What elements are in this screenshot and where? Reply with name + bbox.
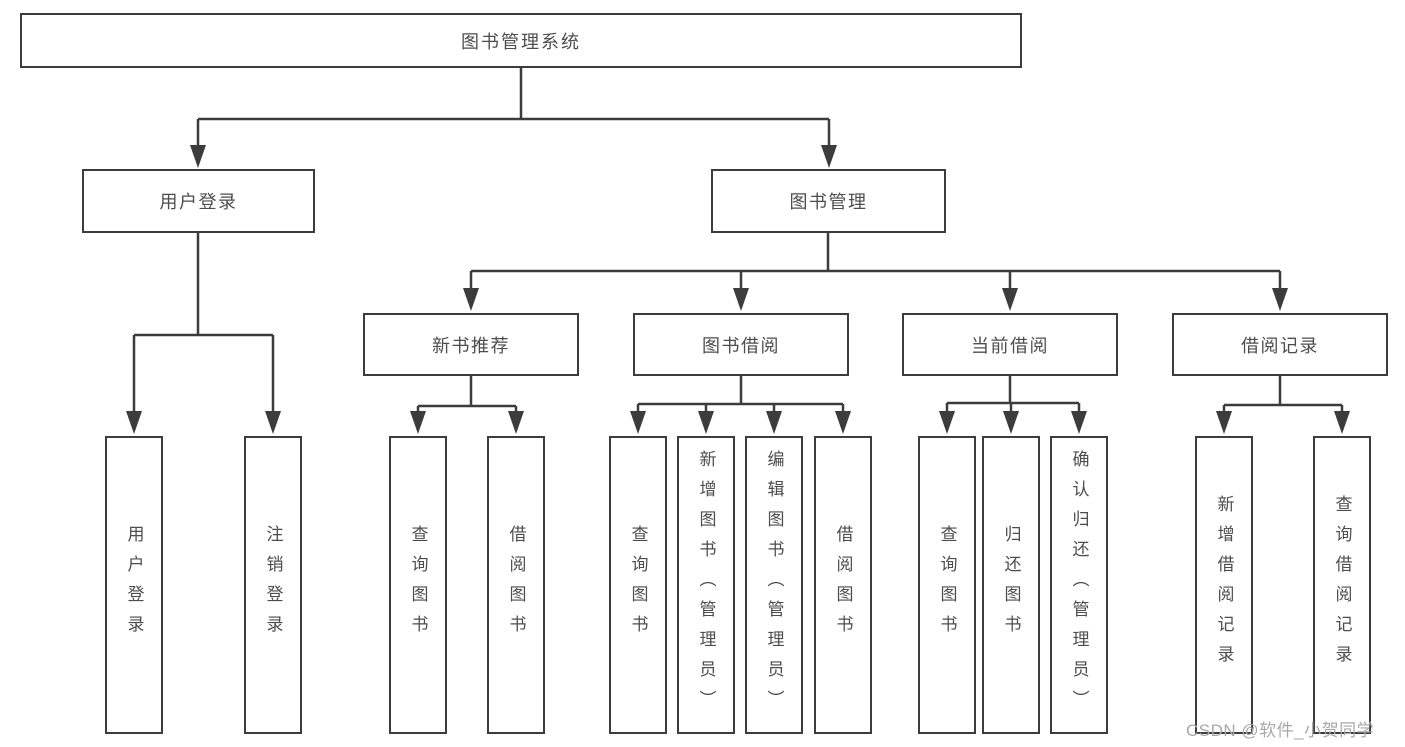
leaf-return-book-label: 归还图书 [1001,525,1021,645]
node-new-book-recommend: 新书推荐 [363,313,579,376]
watermark: CSDN @软件_小贺同学 [1186,721,1375,740]
leaf-query-books-current: 查询图书 [918,436,976,734]
leaf-query-books-borrow: 查询图书 [609,436,667,734]
leaf-return-book: 归还图书 [982,436,1040,734]
leaf-borrow-books-2: 借阅图书 [814,436,872,734]
node-user-login: 用户登录 [82,169,315,233]
leaf-query-borrow-record-label: 查询借阅记录 [1332,495,1352,675]
leaf-confirm-return-admin-label: 确认归还（管理员） [1069,450,1089,720]
leaf-query-books-borrow-label: 查询图书 [628,525,648,645]
leaf-borrow-books-2-label: 借阅图书 [833,525,853,645]
leaf-logout: 注销登录 [244,436,302,734]
leaf-query-books-recommend: 查询图书 [389,436,447,734]
node-current-borrow: 当前借阅 [902,313,1118,376]
leaf-edit-book-admin: 编辑图书（管理员） [745,436,803,734]
node-new-book-recommend-label: 新书推荐 [432,335,510,356]
leaf-query-borrow-record: 查询借阅记录 [1313,436,1371,734]
leaf-add-borrow-record: 新增借阅记录 [1195,436,1253,734]
leaf-query-books-current-label: 查询图书 [937,525,957,645]
leaf-confirm-return-admin: 确认归还（管理员） [1050,436,1108,734]
leaf-add-book-admin-label: 新增图书（管理员） [696,450,716,720]
node-current-borrow-label: 当前借阅 [971,335,1049,356]
node-user-login-label: 用户登录 [159,192,238,212]
node-book-management-label: 图书管理 [789,192,868,212]
node-root: 图书管理系统 [20,13,1022,68]
node-book-borrow-label: 图书借阅 [702,335,780,356]
leaf-add-borrow-record-label: 新增借阅记录 [1214,495,1234,675]
leaf-borrow-books-recommend-label: 借阅图书 [506,525,526,645]
node-borrow-records-label: 借阅记录 [1241,335,1319,356]
leaf-user-login: 用户登录 [105,436,163,734]
leaf-borrow-books-recommend: 借阅图书 [487,436,545,734]
node-book-management: 图书管理 [711,169,946,233]
node-borrow-records: 借阅记录 [1172,313,1388,376]
node-root-label: 图书管理系统 [461,31,581,52]
leaf-logout-label: 注销登录 [263,525,283,645]
leaf-user-login-label: 用户登录 [124,525,144,645]
node-book-borrow: 图书借阅 [633,313,849,376]
leaf-add-book-admin: 新增图书（管理员） [677,436,735,734]
leaf-edit-book-admin-label: 编辑图书（管理员） [764,450,784,720]
leaf-query-books-recommend-label: 查询图书 [408,525,428,645]
